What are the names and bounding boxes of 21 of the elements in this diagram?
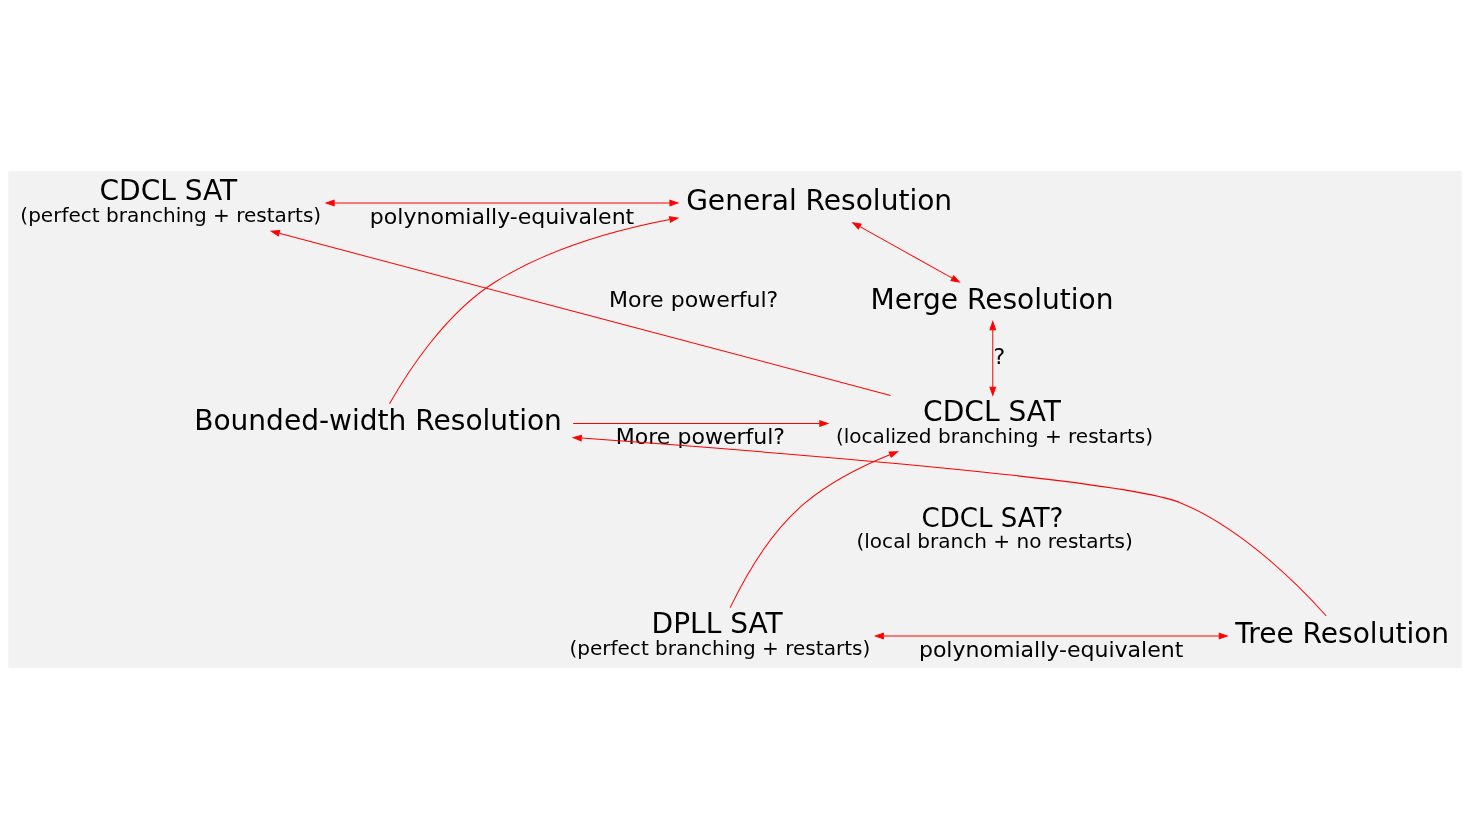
- edge-label: More powerful?: [615, 423, 786, 449]
- node-text: Bounded-width Resolution: [194, 403, 562, 437]
- edge-label: ?: [993, 343, 1006, 369]
- arrow: [989, 320, 997, 396]
- arrow: [852, 221, 960, 283]
- edge-label: polynomially-equivalent: [369, 203, 635, 229]
- node-text: Merge Resolution: [870, 282, 1114, 316]
- node-text: DPLL SAT (perfect branching + restarts): [569, 606, 871, 660]
- edge-label: More powerful?: [609, 286, 779, 312]
- arrow: [729, 450, 899, 608]
- arrow: [325, 199, 679, 206]
- arrow: [572, 434, 1327, 616]
- arrow: [389, 215, 679, 404]
- arrow: [572, 419, 829, 427]
- node-text: CDCL SAT (localized branching + restarts): [835, 394, 1154, 448]
- arrow: [270, 229, 892, 396]
- node-text: General Resolution: [686, 183, 953, 217]
- node-text: Tree Resolution: [1235, 616, 1450, 650]
- node-text: CDCL SAT (perfect branching + restarts): [20, 173, 322, 227]
- arrow: [874, 632, 1228, 639]
- edge-label: polynomially-equivalent: [918, 636, 1184, 662]
